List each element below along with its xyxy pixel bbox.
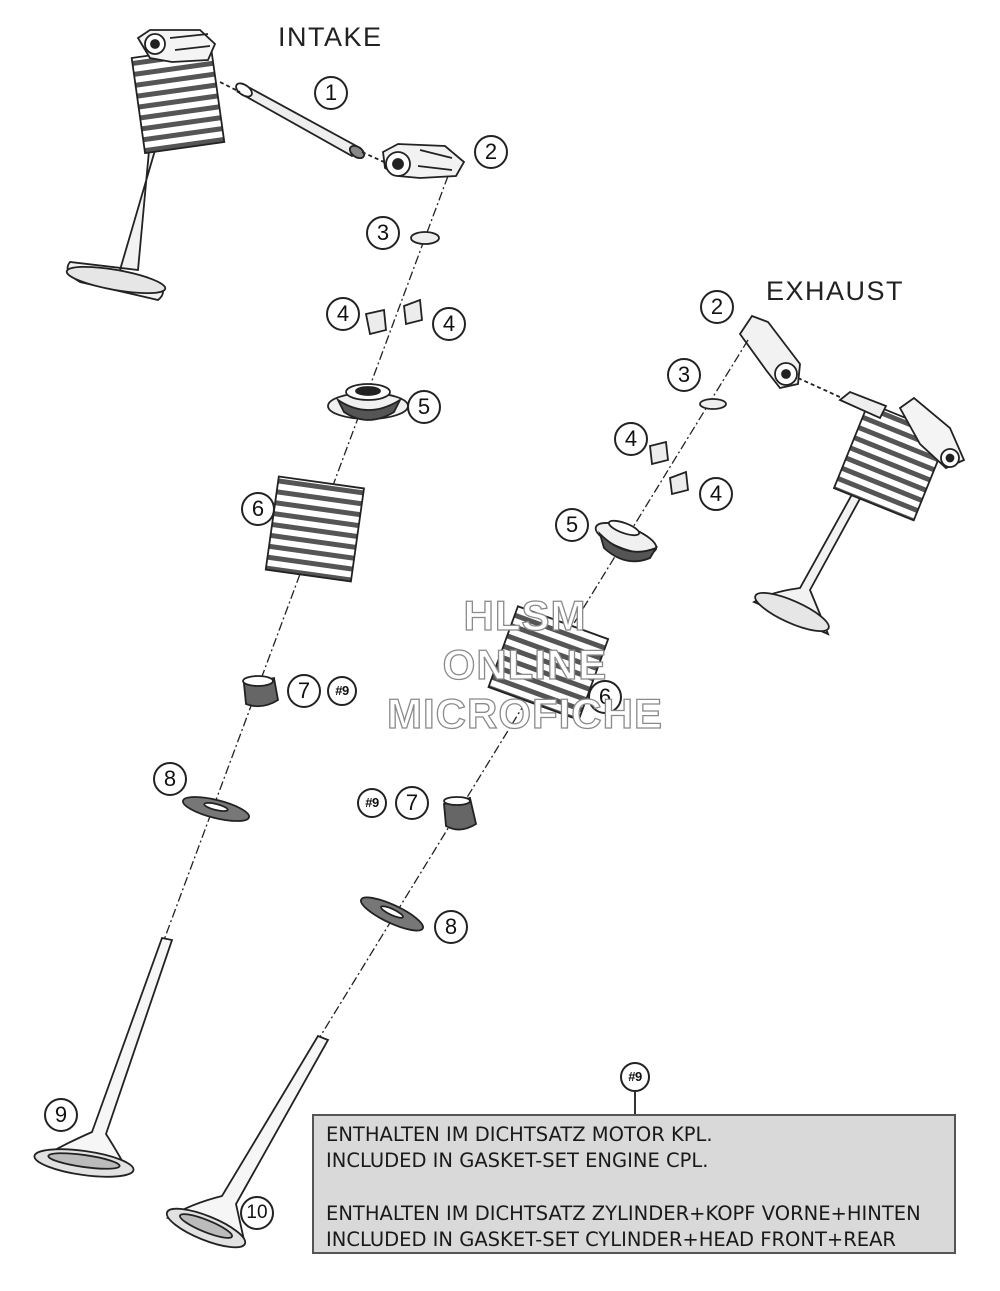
callout-7-intake: 7 — [287, 674, 321, 708]
watermark-line-3: MICROFICHE — [386, 689, 663, 737]
watermark-line-1: HLSM — [463, 591, 587, 639]
exhaust-valve-stem-seal — [443, 796, 478, 831]
intake-valve — [33, 936, 174, 1178]
callout-4a-exhaust: 4 — [614, 422, 648, 456]
intake-title: INTAKE — [278, 22, 383, 52]
callout-ref9-intake: #9 — [327, 676, 357, 706]
exhaust-spring-retainer — [594, 519, 659, 563]
exhaust-spring-seat — [360, 896, 424, 932]
note-leader-line — [634, 1092, 636, 1114]
intake-spring-seat — [182, 796, 250, 822]
callout-2-intake: 2 — [474, 135, 508, 169]
callout-5-exhaust: 5 — [555, 508, 589, 542]
callout-4b-intake: 4 — [432, 307, 466, 341]
callout-7-exhaust: 7 — [395, 786, 429, 820]
exhaust-title: EXHAUST — [766, 276, 905, 306]
watermark-line-2: ONLINE — [442, 640, 608, 688]
note-line-4: INCLUDED IN GASKET-SET CYLINDER+HEAD FRO… — [326, 1228, 896, 1251]
callout-8-intake: 8 — [153, 762, 187, 796]
intake-spring-retainer — [327, 383, 409, 421]
gasket-set-note: ENTHALTEN IM DICHTSATZ MOTOR KPL. INCLUD… — [312, 1114, 956, 1254]
note-line-3: ENTHALTEN IM DICHTSATZ ZYLINDER+KOPF VOR… — [326, 1202, 921, 1225]
callout-2-exhaust: 2 — [700, 290, 734, 324]
callout-3-intake: 3 — [366, 216, 400, 250]
callout-ref9-exhaust: #9 — [357, 788, 387, 818]
intake-valve-spring — [264, 475, 365, 583]
callout-ref9-note: #9 — [620, 1062, 650, 1092]
exhaust-valve-assembly — [752, 390, 966, 636]
callout-3-exhaust: 3 — [667, 358, 701, 392]
exhaust-valve-keepers — [649, 440, 689, 496]
rocker-shaft — [219, 81, 385, 163]
exhaust-valve — [165, 1034, 330, 1249]
callout-9-intake: 9 — [44, 1098, 78, 1132]
exhaust-rocker-arm — [738, 314, 843, 399]
intake-valve-stem-seal — [242, 675, 279, 708]
exhaust-valve-spring — [487, 605, 610, 722]
intake-valve-keepers — [364, 298, 423, 336]
callout-8-exhaust: 8 — [434, 910, 468, 944]
callout-4b-exhaust: 4 — [699, 477, 733, 511]
callout-5-intake: 5 — [407, 390, 441, 424]
callout-6-exhaust: 6 — [588, 680, 622, 714]
intake-valve-cap — [410, 231, 440, 245]
intake-valve-assembly — [65, 29, 226, 301]
exhaust-valve-cap — [699, 398, 727, 410]
callout-10: 10 — [240, 1196, 274, 1230]
callout-6-intake: 6 — [241, 492, 275, 526]
callout-1: 1 — [314, 76, 348, 110]
note-line-1: ENTHALTEN IM DICHTSATZ MOTOR KPL. — [326, 1123, 713, 1146]
note-line-2: INCLUDED IN GASKET-SET ENGINE CPL. — [326, 1149, 709, 1172]
callout-4a-intake: 4 — [326, 297, 360, 331]
intake-rocker-arm — [382, 143, 466, 179]
